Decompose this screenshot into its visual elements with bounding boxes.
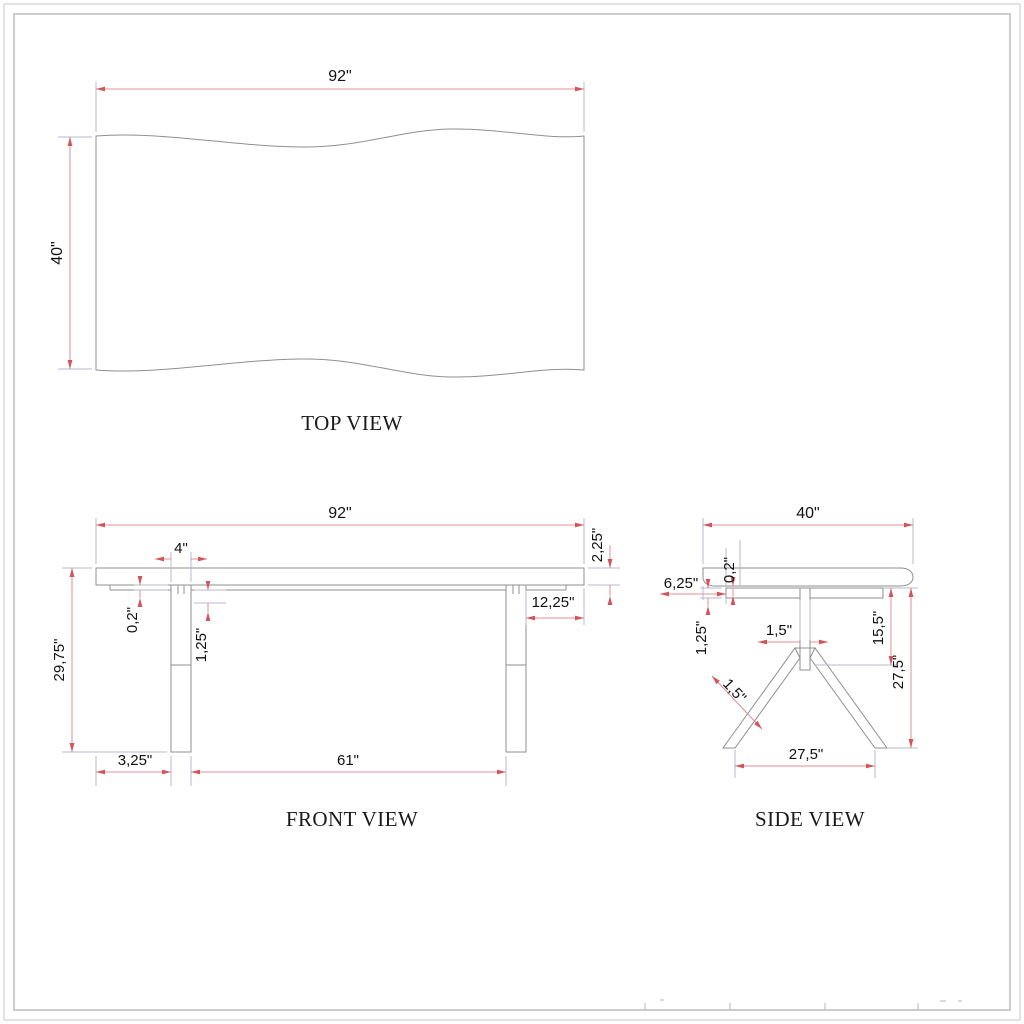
side-view-label: SIDE VIEW: [755, 807, 865, 831]
side-view-column-height-dimension: 15,5": [815, 587, 898, 666]
side-view-depth-value: 40": [796, 505, 819, 522]
side-view-depth-dimension: 40": [702, 505, 914, 564]
side-view-apron-dimension: 1,25": [693, 579, 722, 656]
front-view-overhang-value: 3,25": [118, 752, 153, 769]
side-view-overhang-value: 6,25": [664, 575, 699, 592]
side-view-reveal-value: 0,2": [721, 557, 738, 583]
side-view-overhang-dimension: 6,25": [660, 575, 727, 604]
front-view-thickness-dimension: 2,25": [588, 528, 620, 605]
side-view-column-width-value: 1,5": [766, 622, 792, 639]
front-view-group: 92" 2,25" 4": [51, 505, 620, 831]
front-view-overhang-dimension: 3,25": [95, 752, 172, 786]
side-view-group: 40" 0,2" 6,25": [660, 505, 918, 831]
front-view-reveal-dimension: 0,2": [124, 576, 168, 633]
front-view-label: FRONT VIEW: [286, 807, 418, 831]
top-view-label: TOP VIEW: [301, 411, 402, 435]
front-view-right-leg: [505, 584, 527, 753]
front-view-tabletop: [95, 567, 585, 586]
side-view-column-width-dimension: 1,5": [758, 600, 828, 645]
front-view-left-leg: [170, 584, 192, 753]
front-view-reveal-value: 0,2": [124, 607, 141, 633]
front-view-bracket-value: 1,25": [193, 628, 210, 663]
side-view-column: [799, 587, 811, 671]
side-view-apron-value: 1,25": [693, 621, 710, 656]
front-view-span-value: 61": [337, 752, 359, 769]
front-view-thickness-value: 2,25": [589, 528, 606, 563]
side-view-foot-span-value: 27,5": [789, 746, 824, 763]
side-view-column-height-value: 15,5": [870, 611, 887, 646]
front-view-width-dimension: 92": [95, 505, 585, 564]
sheet-frame: [3, 3, 1021, 1021]
front-view-width-value: 92": [328, 505, 351, 522]
front-view-leg-width-value: 4": [174, 540, 188, 557]
front-view-height-dimension: 29,75": [51, 567, 167, 753]
side-view-foot-thickness-value: 1,5": [719, 676, 749, 707]
front-view-leg-width-dimension: 4": [155, 540, 207, 582]
top-view-depth-dimension: 40": [49, 136, 92, 370]
top-view-width-dimension: 92": [95, 68, 585, 132]
front-view-leg-inset-value: 12,25": [532, 594, 575, 611]
side-view-foot-thickness-dimension: 1,5": [711, 676, 763, 730]
top-view-width-value: 92": [328, 68, 351, 85]
top-view-tabletop-outline: [95, 128, 585, 378]
title-block-ticks: [644, 999, 962, 1010]
side-view-base-height-dimension: 27,5": [887, 587, 918, 749]
side-view-reveal-dimension: 0,2": [721, 540, 741, 605]
top-view-group: 92" 40" TOP VIEW: [49, 68, 585, 435]
side-view-base-height-value: 27,5": [890, 655, 907, 690]
top-view-depth-value: 40": [49, 241, 66, 264]
side-view-foot-span-dimension: 27,5": [734, 746, 876, 778]
front-view-bracket-dimension: 1,25": [193, 581, 226, 663]
front-view-leg-inset-dimension: 12,25": [525, 588, 585, 625]
front-view-height-value: 29,75": [51, 639, 68, 682]
side-view-tabletop: [702, 567, 914, 587]
front-view-span-dimension: 61": [190, 752, 507, 786]
